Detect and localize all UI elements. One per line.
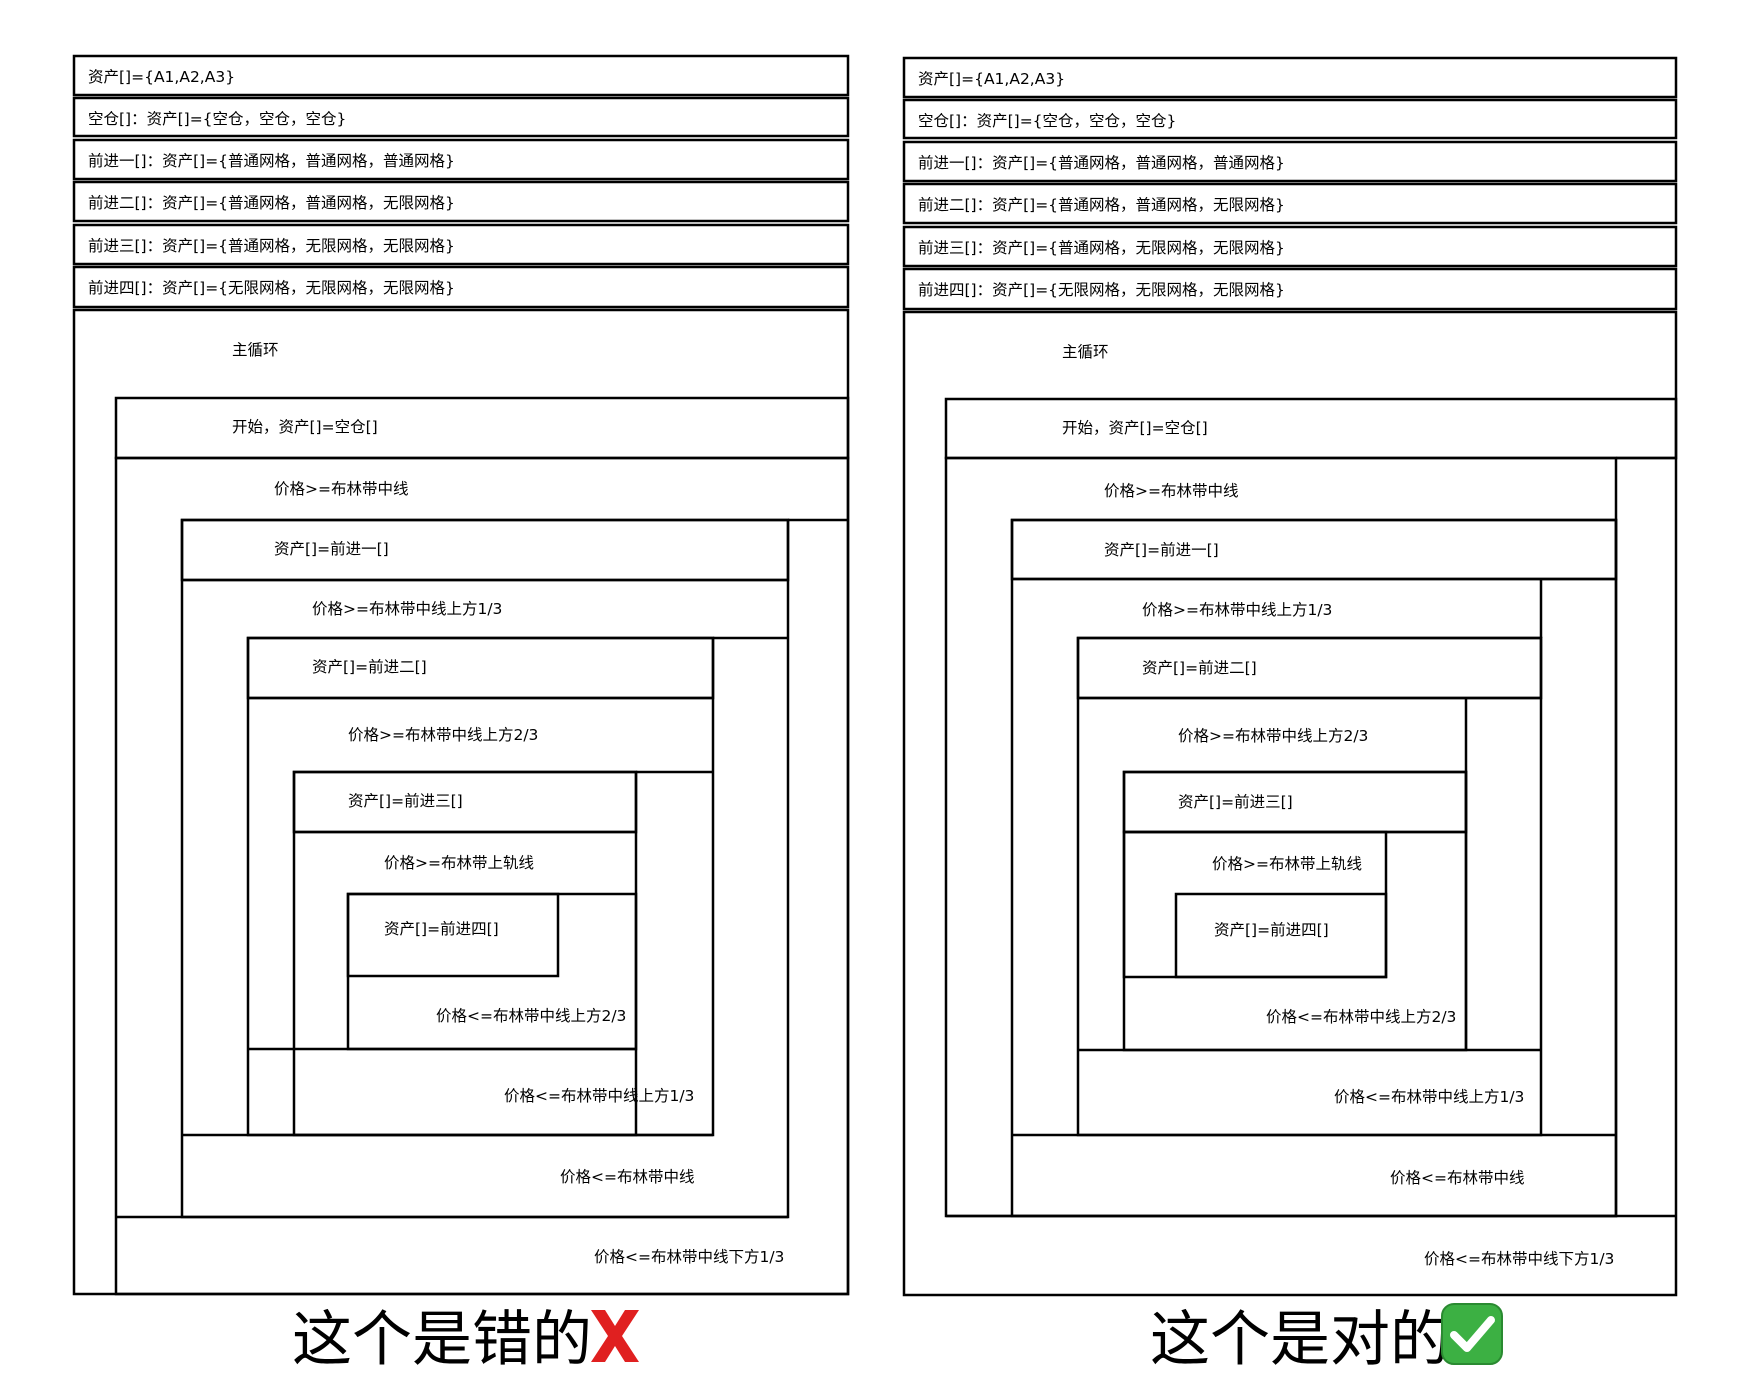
header-row [902, 98, 1678, 140]
header-row [902, 267, 1678, 311]
set-label: 资产[]=前进二[] [1142, 659, 1257, 677]
adv4-region [1122, 830, 1388, 979]
cond-label: 价格>=布林带中线 [1104, 482, 1238, 500]
header-row [902, 182, 1678, 225]
cond-mid-region [114, 456, 850, 1296]
header-row [902, 140, 1678, 183]
main-loop-frame [902, 310, 1678, 1297]
header-row [72, 265, 850, 309]
set-label: 资产[]=前进二[] [312, 658, 427, 676]
adv3-box [1122, 770, 1468, 834]
cond-label: 价格<=布林带中线下方1/3 [594, 1248, 784, 1266]
header-text: 前进一[]：资产[]={普通网格，普通网格，普通网格} [88, 152, 455, 170]
cond-label: 价格>=布林带中线上方1/3 [312, 600, 502, 618]
panel-right [902, 56, 1678, 1297]
cond-label: 价格<=布林带中线上方1/3 [504, 1087, 694, 1105]
cond-label: 价格<=布林带中线上方2/3 [1266, 1008, 1456, 1026]
header-text: 资产[]={A1,A2,A3} [918, 70, 1065, 88]
header-text: 资产[]={A1,A2,A3} [88, 68, 235, 86]
start-box [114, 396, 850, 460]
main-loop-label: 主循环 [232, 341, 279, 359]
cond-label: 价格<=布林带中线上方2/3 [436, 1007, 626, 1025]
header-text: 空仓[]：资产[]={空仓，空仓，空仓} [88, 110, 346, 128]
caption-text: 这个是对的 [1150, 1305, 1450, 1375]
header-text: 前进四[]：资产[]={无限网格，无限网格，无限网格} [918, 281, 1285, 299]
cond-label: 价格>=布林带中线上方2/3 [348, 726, 538, 744]
adv3-region [292, 770, 638, 1137]
set-label: 资产[]=前进一[] [274, 540, 389, 558]
cond-label: 价格<=布林带中线 [560, 1168, 694, 1186]
main-loop-label: 主循环 [1062, 343, 1109, 361]
header-text: 前进四[]：资产[]={无限网格，无限网格，无限网格} [88, 279, 455, 297]
caption-wrong: 这个是错的 [292, 1305, 639, 1375]
cond-label: 价格>=布林带中线 [274, 480, 408, 498]
check-mark-icon [1441, 1303, 1503, 1365]
adv1-box [180, 518, 790, 582]
panel-right-labels: 资产[]={A1,A2,A3} 空仓[]：资产[]={空仓，空仓，空仓} 前进一… [918, 70, 1614, 1268]
cond-label: 价格>=布林带上轨线 [1212, 855, 1362, 873]
header-text: 前进二[]：资产[]={普通网格，普通网格，无限网格} [88, 194, 455, 212]
adv2-region [246, 636, 715, 1137]
cond-label: 价格>=布林带中线上方1/3 [1142, 601, 1332, 619]
adv1-box [1010, 518, 1618, 581]
set-label: 资产[]=前进一[] [1104, 541, 1219, 559]
header-row [72, 96, 850, 138]
start-label: 开始，资产[]=空仓[] [1062, 419, 1208, 437]
header-text: 前进二[]：资产[]={普通网格，普通网格，无限网格} [918, 196, 1285, 214]
cond-label: 价格<=布林带中线上方1/3 [1334, 1088, 1524, 1106]
cond-label: 价格>=布林带中线上方2/3 [1178, 727, 1368, 745]
header-text: 前进三[]：资产[]={普通网格，无限网格，无限网格} [918, 239, 1285, 257]
cond-label: 价格>=布林带上轨线 [384, 854, 534, 872]
header-text: 前进一[]：资产[]={普通网格，普通网格，普通网格} [918, 154, 1285, 172]
cond-label: 价格<=布林带中线下方1/3 [1424, 1250, 1614, 1268]
adv3-box [292, 770, 638, 834]
adv2-region [1076, 636, 1543, 1137]
caption-text: 这个是错的 [292, 1305, 592, 1375]
panel-wrong [72, 54, 850, 1296]
header-text: 空仓[]：资产[]={空仓，空仓，空仓} [918, 112, 1176, 130]
header-row [72, 54, 850, 97]
header-row [72, 138, 850, 181]
header-row [902, 225, 1678, 268]
header-row [72, 180, 850, 223]
caption-right: 这个是对的 [1150, 1303, 1503, 1375]
set-label: 资产[]=前进三[] [1178, 793, 1293, 811]
set-label: 资产[]=前进四[] [1214, 921, 1329, 939]
cond-label: 价格<=布林带中线 [1390, 1169, 1524, 1187]
set-label: 资产[]=前进三[] [348, 792, 463, 810]
cross-mark-icon [591, 1310, 639, 1362]
start-label: 开始，资产[]=空仓[] [232, 418, 378, 436]
panel-wrong-labels: 资产[]={A1,A2,A3} 空仓[]：资产[]={空仓，空仓，空仓} 前进一… [88, 68, 784, 1266]
header-row [72, 223, 850, 266]
header-text: 前进三[]：资产[]={普通网格，无限网格，无限网格} [88, 237, 455, 255]
start-box [944, 397, 1678, 460]
header-row [902, 56, 1678, 99]
set-label: 资产[]=前进四[] [384, 920, 499, 938]
adv4-region [346, 892, 638, 1051]
